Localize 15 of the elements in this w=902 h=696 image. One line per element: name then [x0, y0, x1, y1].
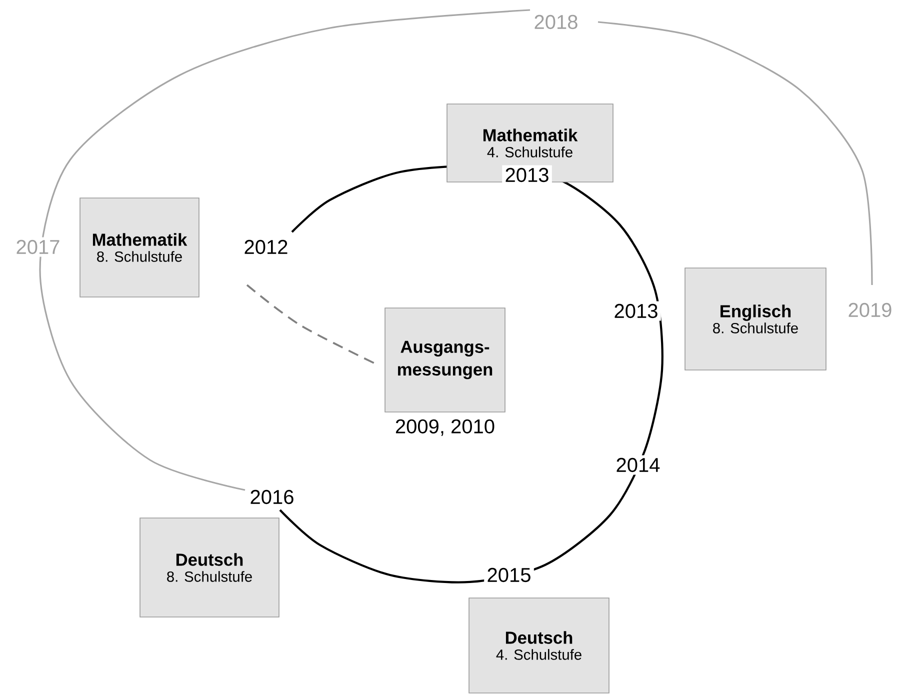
- year-label: 2016: [247, 487, 297, 507]
- year-label: 2019: [845, 300, 895, 320]
- subject-box: Deutsch 4. Schulstufe: [468, 598, 610, 694]
- year-label: 2015: [484, 565, 534, 585]
- year-label: 2018: [531, 12, 581, 32]
- year-label: 2017: [13, 237, 63, 257]
- subject-box: Mathematik 8. Schulstufe: [80, 198, 200, 298]
- year-label: 2014: [613, 455, 663, 475]
- subject-box: Englisch 8. Schulstufe: [684, 268, 826, 370]
- year-label: 2013: [611, 301, 661, 321]
- year-label: 2013: [502, 165, 552, 185]
- subject-box: Deutsch 8. Schulstufe: [140, 518, 280, 618]
- year-label: 2012: [241, 237, 291, 257]
- year-label: 2009, 2010: [396, 419, 494, 436]
- subject-box: Ausgangs- messungen: [384, 308, 506, 412]
